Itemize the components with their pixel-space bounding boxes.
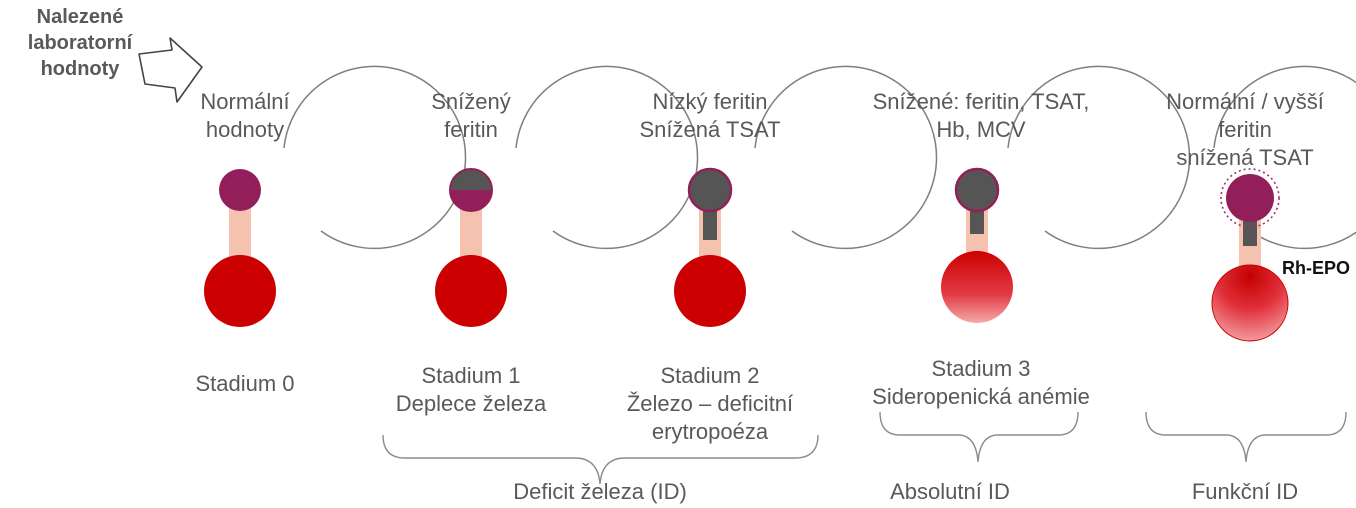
stage-0-name: Stadium 0 (150, 370, 340, 398)
stage-2-lab-values: Nízký feritin Snížená TSAT (610, 88, 810, 144)
stage-3-name: Stadium 3 Sideropenická anémie (856, 355, 1106, 411)
stage-2-name: Stadium 2 Železo – deficitní erytropoéza (600, 362, 820, 446)
absolute-group-label: Absolutní ID (860, 478, 1040, 506)
brace-functional (1146, 412, 1346, 462)
functional-id-lab-values: Normální / vyšší feritin snížená TSAT (1140, 88, 1350, 172)
brace-absolute (880, 412, 1078, 462)
stage-3-lab-values: Snížené: feritin, TSAT, Hb, MCV (856, 88, 1106, 144)
stage-0-lab-values: Normální hodnoty (150, 88, 340, 144)
functional-group-label: Funkční ID (1160, 478, 1330, 506)
deficit-group-label: Deficit železa (ID) (470, 478, 730, 506)
stage-1-lab-values: Snížený feritin (376, 88, 566, 144)
lab-values-note: Nalezené laboratorní hodnoty (20, 4, 140, 82)
stage-1-name: Stadium 1 Deplece železa (376, 362, 566, 418)
rh-epo-label: Rh-EPO (1282, 258, 1350, 279)
